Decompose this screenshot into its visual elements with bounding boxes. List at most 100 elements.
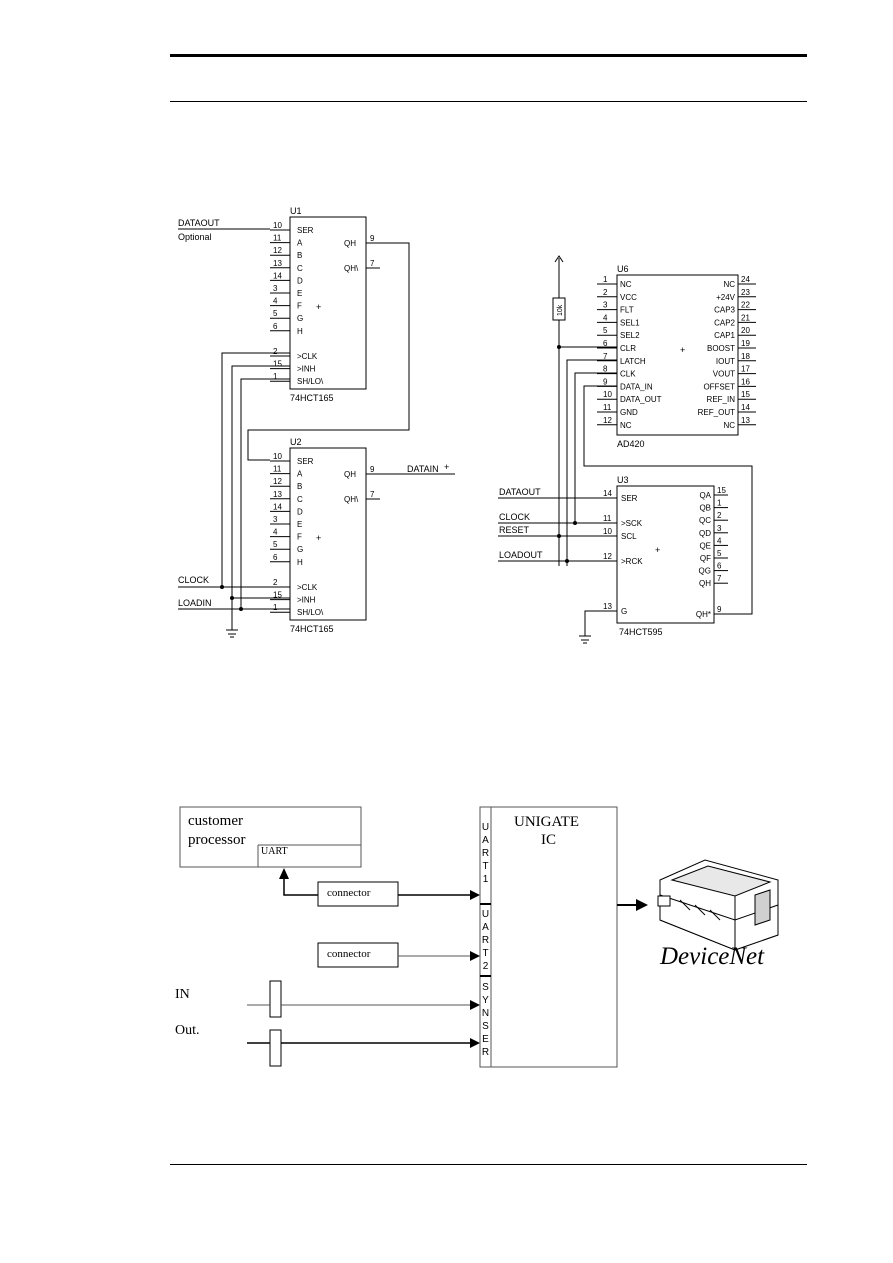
pin-name: REF_IN: [707, 395, 736, 404]
pin-number: 4: [273, 297, 278, 306]
pin-name: G: [297, 545, 303, 554]
pin-number: 18: [741, 352, 750, 361]
vertical-letter: E: [482, 1034, 489, 1045]
pin-name: CAP1: [714, 331, 735, 340]
pin-number: 14: [603, 489, 612, 498]
pin-number: 4: [273, 528, 278, 537]
pin-number: 3: [603, 301, 608, 310]
pin-number: 10: [603, 390, 612, 399]
vertical-letter: T: [482, 948, 488, 959]
out-terminal: [269, 1029, 282, 1067]
vertical-letter: S: [482, 982, 489, 993]
pin-name: QH: [699, 579, 711, 588]
pin-name: SEL1: [620, 318, 640, 327]
pin-name: C: [297, 495, 303, 504]
pin-number: 6: [603, 339, 608, 348]
devicenet-connector-icon: [657, 859, 779, 951]
pin-number: 13: [273, 259, 282, 268]
pin-number: 16: [741, 377, 750, 386]
pin-number: 14: [273, 502, 282, 511]
pin-name: DATA_OUT: [620, 395, 662, 404]
pin-name: SER: [297, 457, 314, 466]
pin-number: 6: [273, 322, 278, 331]
vertical-letter: 1: [483, 874, 489, 885]
uart-label: UART: [261, 846, 288, 857]
net-datain-plus: +: [444, 462, 449, 472]
pin-name: CLR: [620, 344, 636, 353]
pin-number: 11: [603, 514, 612, 523]
pin-name: VCC: [620, 293, 637, 302]
vertical-letter: A: [482, 835, 489, 846]
pin-name: A: [297, 470, 303, 479]
pin-number: 7: [603, 352, 608, 361]
pin-number: 1: [273, 372, 278, 381]
pin-name: FLT: [620, 306, 634, 315]
vertical-letter: N: [482, 1008, 489, 1019]
pin-number: 11: [273, 234, 282, 243]
vertical-letter: 2: [483, 961, 489, 972]
vertical-letter: A: [482, 922, 489, 933]
pin-name: D: [297, 507, 303, 516]
pin-number: 9: [603, 377, 608, 386]
pin-name: QA: [699, 491, 711, 500]
pin-number: 22: [741, 301, 750, 310]
unigate-label-line2: IC: [541, 832, 556, 848]
vertical-letter: S: [482, 1021, 489, 1032]
pin-number: 8: [603, 365, 608, 374]
pin-number: 3: [273, 284, 278, 293]
pin-name: QH\: [344, 264, 359, 273]
pin-number: 14: [741, 403, 750, 412]
vertical-letter: Y: [482, 995, 489, 1006]
pin-number: 10: [603, 527, 612, 536]
pin-number: 6: [717, 562, 722, 571]
interface-schematic: U174HCT16510SER11A12B13C14D3E4F5G6H2>CLK…: [178, 206, 756, 644]
pin-name: >INH: [297, 596, 316, 605]
pin-number: 15: [273, 360, 282, 369]
pin-number: 15: [273, 591, 282, 600]
pin-name: B: [297, 251, 302, 260]
pin-name: QF: [700, 554, 711, 563]
chip-body: [616, 485, 715, 624]
pin-name: VOUT: [713, 370, 735, 379]
chip-ref: U1: [290, 206, 302, 216]
customer-processor-box: [179, 806, 362, 868]
chip-ref: U2: [290, 437, 302, 447]
pin-number: 2: [603, 288, 608, 297]
net-reset: RESET: [499, 525, 530, 535]
pin-name: H: [297, 327, 303, 336]
pin-number: 21: [741, 313, 750, 322]
unigate-ic-box: [479, 806, 618, 1068]
pin-number: 2: [717, 511, 722, 520]
vertical-letter: R: [482, 935, 489, 946]
net-loadin: LOADIN: [178, 598, 212, 608]
pin-name: >SCK: [621, 519, 643, 528]
pin-name: SER: [621, 494, 638, 503]
out-label: Out.: [175, 1023, 200, 1038]
chip-plus: +: [655, 545, 660, 555]
pin-name: BOOST: [707, 344, 735, 353]
pin-name: NC: [723, 421, 735, 430]
pin-name: GND: [620, 408, 638, 417]
pin-name: F: [297, 533, 302, 542]
pin-number: 6: [273, 553, 278, 562]
pin-number: 5: [273, 540, 278, 549]
chip-ref: U6: [617, 264, 629, 274]
pin-name: NC: [620, 421, 632, 430]
pin-name: E: [297, 289, 302, 298]
pin-name: QE: [699, 541, 711, 550]
pin-name: SEL2: [620, 331, 640, 340]
pin-number: 13: [603, 602, 612, 611]
pin-name: B: [297, 482, 302, 491]
pin-name: F: [297, 302, 302, 311]
u6-ad420: U6AD4201NC2VCC3FLT4SEL15SEL26CLR7LATCH8C…: [597, 264, 756, 449]
pin-name: CAP3: [714, 306, 735, 315]
chip-ref: U3: [617, 475, 629, 485]
connector-box-2: [317, 942, 399, 968]
chip-body: [289, 447, 367, 621]
pin-number: 1: [717, 499, 722, 508]
pin-number: 12: [603, 416, 612, 425]
in-label: IN: [175, 987, 190, 1002]
pin-number: 14: [273, 271, 282, 280]
header-rule-thick: [170, 54, 807, 57]
